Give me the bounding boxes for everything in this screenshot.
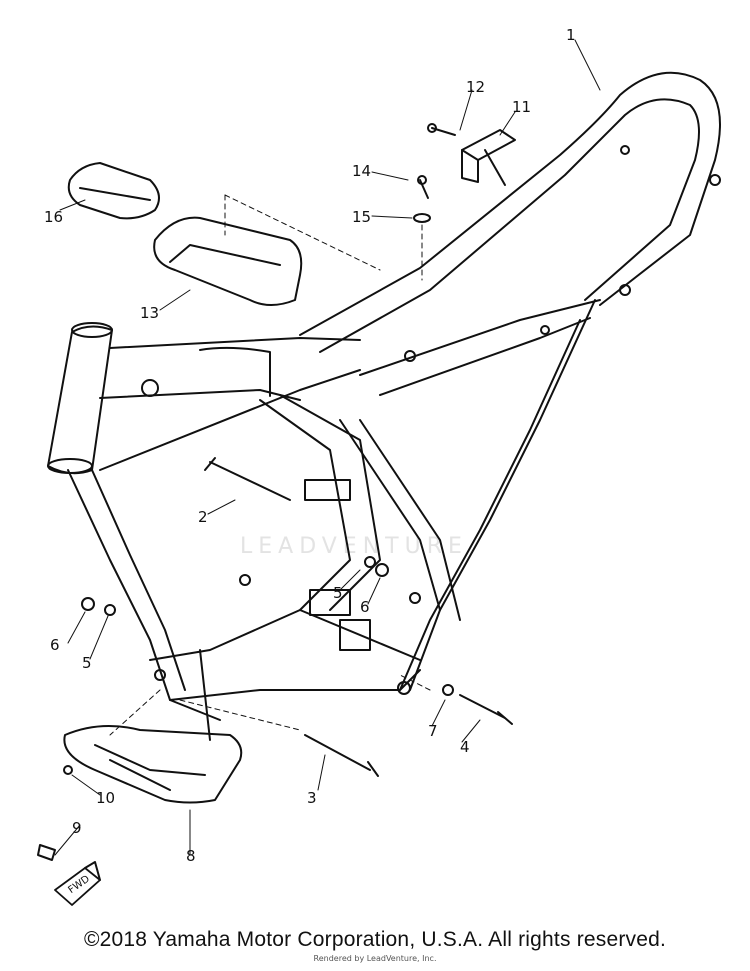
bolt-2 bbox=[204, 457, 291, 501]
small-cover bbox=[67, 162, 160, 220]
main-frame bbox=[47, 71, 721, 741]
washer-10 bbox=[63, 765, 73, 775]
callout-5-left: 5 bbox=[82, 654, 92, 672]
washer-15 bbox=[413, 213, 431, 223]
fwd-arrow-icon bbox=[54, 861, 101, 906]
leader-lines bbox=[54, 39, 601, 856]
callout-3: 3 bbox=[307, 789, 317, 807]
callout-9: 9 bbox=[72, 819, 82, 837]
bracket bbox=[461, 129, 516, 186]
washer-5-left bbox=[104, 604, 116, 616]
callout-8: 8 bbox=[186, 847, 196, 865]
washer-7 bbox=[442, 684, 454, 696]
bolt-4 bbox=[459, 694, 513, 725]
bolt-9 bbox=[37, 844, 56, 861]
callout-13: 13 bbox=[140, 304, 159, 322]
nut-6-right bbox=[375, 563, 389, 577]
callout-14: 14 bbox=[352, 162, 371, 180]
callout-1: 1 bbox=[566, 26, 576, 44]
callout-5-right: 5 bbox=[333, 584, 343, 602]
callout-2: 2 bbox=[198, 508, 208, 526]
callout-6-left: 6 bbox=[50, 636, 60, 654]
callout-16: 16 bbox=[44, 208, 63, 226]
callout-6-right: 6 bbox=[360, 598, 370, 616]
bolt-12 bbox=[427, 123, 456, 136]
assembly-lines bbox=[109, 194, 431, 736]
bolt-14 bbox=[417, 175, 429, 199]
tank-cover bbox=[153, 216, 303, 306]
washer-5-right bbox=[364, 556, 376, 568]
callout-11: 11 bbox=[512, 98, 531, 116]
copyright-notice: ©2018 Yamaha Motor Corporation, U.S.A. A… bbox=[83, 928, 667, 951]
callout-4: 4 bbox=[460, 738, 470, 756]
callout-10: 10 bbox=[96, 789, 115, 807]
callout-7: 7 bbox=[428, 722, 438, 740]
bolt-3 bbox=[304, 734, 379, 777]
engine-guard bbox=[63, 725, 243, 804]
callout-12: 12 bbox=[466, 78, 485, 96]
nut-6-left bbox=[81, 597, 95, 611]
rendered-by-notice: Rendered by LeadVenture, Inc. bbox=[313, 954, 437, 963]
callout-15: 15 bbox=[352, 208, 371, 226]
